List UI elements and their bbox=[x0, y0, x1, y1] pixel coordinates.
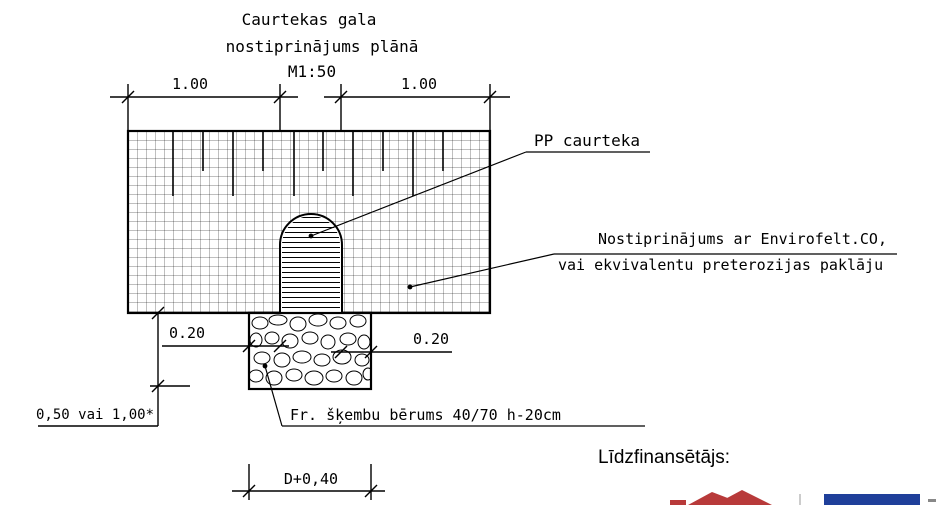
dim-top-left: 1.00 bbox=[172, 75, 208, 93]
title-line-2: nostiprinājums plānā bbox=[226, 37, 419, 56]
bottom-dimension bbox=[232, 464, 385, 500]
mat-leader-dot bbox=[407, 284, 413, 290]
gravel-leader-dot bbox=[262, 363, 268, 369]
leader-lines bbox=[264, 151, 897, 427]
dim-top-right: 1.00 bbox=[401, 75, 437, 93]
label-mat-line-1: Nostiprinājums ar Envirofelt.CO, bbox=[598, 230, 887, 248]
cofinancer-label: Līdzfinansētājs: bbox=[598, 447, 730, 468]
title-scale: M1:50 bbox=[288, 62, 336, 81]
dim-gravel-left: 0.20 bbox=[169, 324, 205, 342]
gravel-dimensions bbox=[162, 339, 452, 359]
label-pipe: PP caurteka bbox=[534, 131, 640, 150]
title-line-1: Caurtekas gala bbox=[242, 10, 377, 29]
dim-side: 0,50 vai 1,00* bbox=[36, 407, 154, 423]
cofinancer-logo-right bbox=[824, 494, 920, 505]
gravel-stones bbox=[249, 313, 371, 386]
pipe-leader-dot bbox=[308, 233, 314, 239]
cofinancer-logo-left bbox=[670, 490, 772, 505]
gravel-fill bbox=[247, 311, 373, 391]
dim-gravel-right: 0.20 bbox=[413, 330, 449, 348]
dim-bottom: D+0,40 bbox=[284, 470, 338, 488]
pipe-marks bbox=[172, 131, 444, 196]
label-gravel: Fr. šķembu bērums 40/70 h-20cm bbox=[290, 406, 561, 424]
side-dimension bbox=[38, 306, 190, 427]
top-dimensions bbox=[110, 84, 510, 131]
label-mat-line-2: vai ekvivalentu preterozijas paklāju bbox=[558, 256, 883, 274]
